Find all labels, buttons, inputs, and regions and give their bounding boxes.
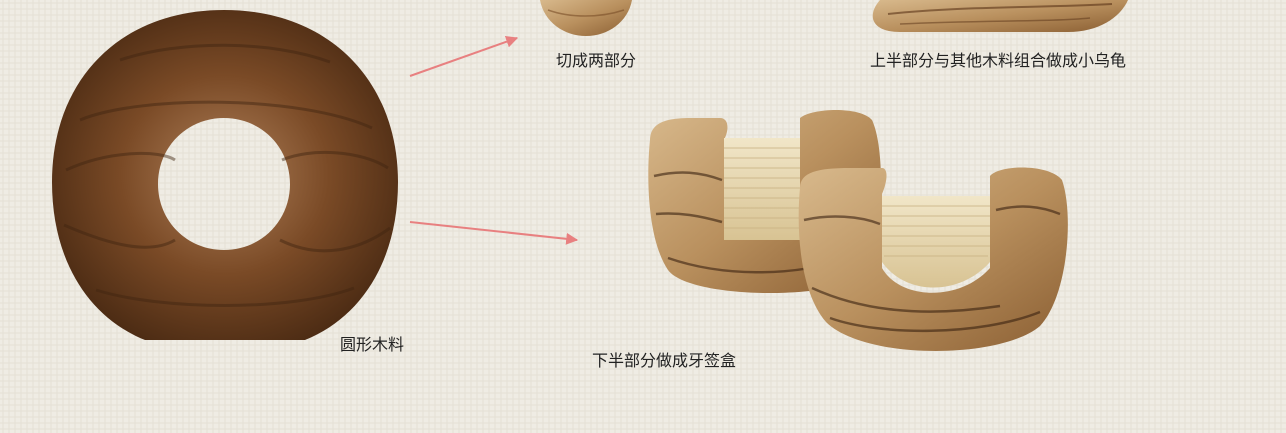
- arrow-to-holder: [409, 221, 579, 245]
- arrow-to-cut: [409, 35, 519, 77]
- caption-cut-in-two: 切成两部分: [556, 51, 637, 70]
- caption-round-wood: 圆形木料: [340, 335, 405, 354]
- turtle-shell-top: [872, 0, 1128, 32]
- caption-upper-half: 上半部分与其他木料组合做成小乌龟: [870, 51, 1127, 70]
- cut-piece-top: [540, 0, 632, 36]
- caption-lower-half: 下半部分做成牙签盒: [592, 351, 737, 370]
- round-wood-ring: [52, 10, 398, 340]
- toothpick-holder-front: [798, 167, 1068, 352]
